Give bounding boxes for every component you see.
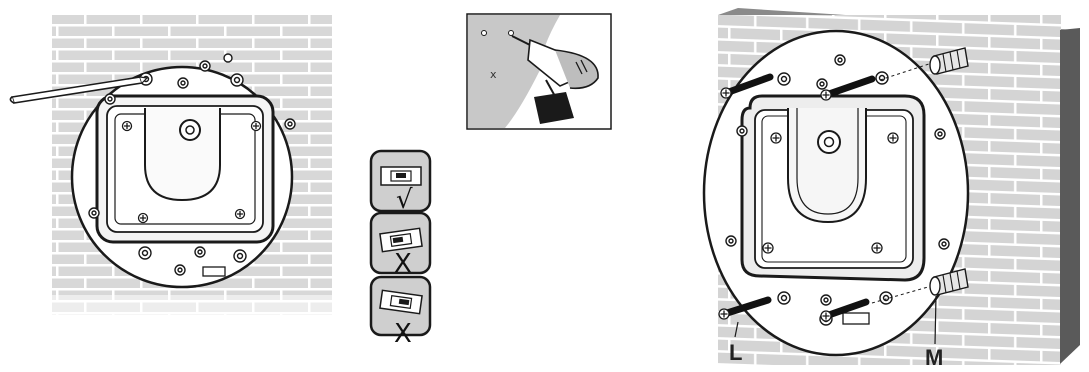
wall-plug-icon — [929, 268, 969, 296]
level-checks: √ X X — [369, 149, 432, 349]
drill-icon — [511, 35, 599, 124]
level-cross-mark: X — [394, 319, 412, 349]
screw-icon — [820, 298, 870, 322]
spirit-level-icon — [379, 289, 423, 315]
label-plate — [202, 266, 226, 277]
level-check-mark: √ — [396, 185, 413, 215]
hanger-hole — [817, 130, 841, 154]
screw-icon — [820, 75, 876, 101]
right-panel: L M — [702, 8, 1080, 370]
hanger-slot — [787, 108, 867, 224]
drill-x-mark: x — [490, 68, 497, 81]
bracket-screws — [121, 120, 262, 224]
level-check-ok: √ — [369, 149, 432, 215]
level-cross-mark: X — [394, 249, 412, 279]
hanger-slot — [144, 108, 221, 202]
bracket-screws — [762, 132, 899, 254]
label-m: M — [925, 345, 943, 370]
wall-side — [1060, 28, 1080, 364]
spirit-level-icon — [379, 227, 423, 253]
plate-holes — [725, 54, 950, 326]
wall-plug-icon — [929, 47, 969, 75]
screwdriver-icon — [9, 76, 149, 104]
screw-icon — [720, 73, 774, 99]
screw-icon — [718, 296, 772, 320]
level-check-wrong-1: X — [369, 211, 432, 279]
hanger-hole — [179, 119, 201, 141]
spirit-level-icon — [380, 166, 422, 186]
level-check-wrong-2: X — [369, 275, 432, 349]
label-plate — [842, 312, 870, 325]
left-panel — [9, 15, 332, 315]
drill-inset: x — [466, 13, 612, 130]
label-l: L — [729, 340, 742, 365]
